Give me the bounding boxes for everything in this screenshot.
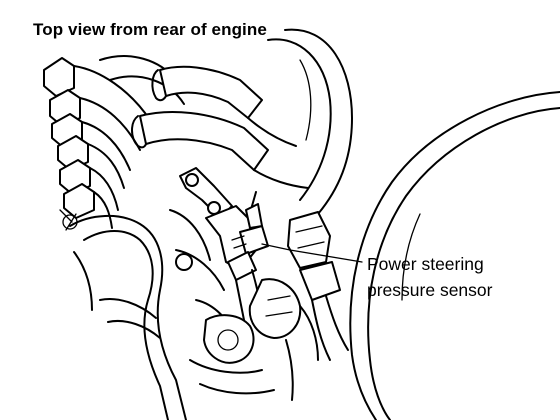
callout-line-1: Power steering xyxy=(367,254,484,274)
diagram-title: Top view from rear of engine xyxy=(33,20,267,39)
harness-connector-right xyxy=(287,211,349,361)
heater-hoses xyxy=(131,65,309,189)
steering-pump-fittings xyxy=(189,278,319,401)
sensor-callout-label: Power steering pressure sensor xyxy=(367,251,492,303)
callout-line-2: pressure sensor xyxy=(367,280,493,300)
callout-leader xyxy=(261,243,363,263)
brake-lines xyxy=(59,209,187,420)
engine-block-outline xyxy=(267,28,560,420)
